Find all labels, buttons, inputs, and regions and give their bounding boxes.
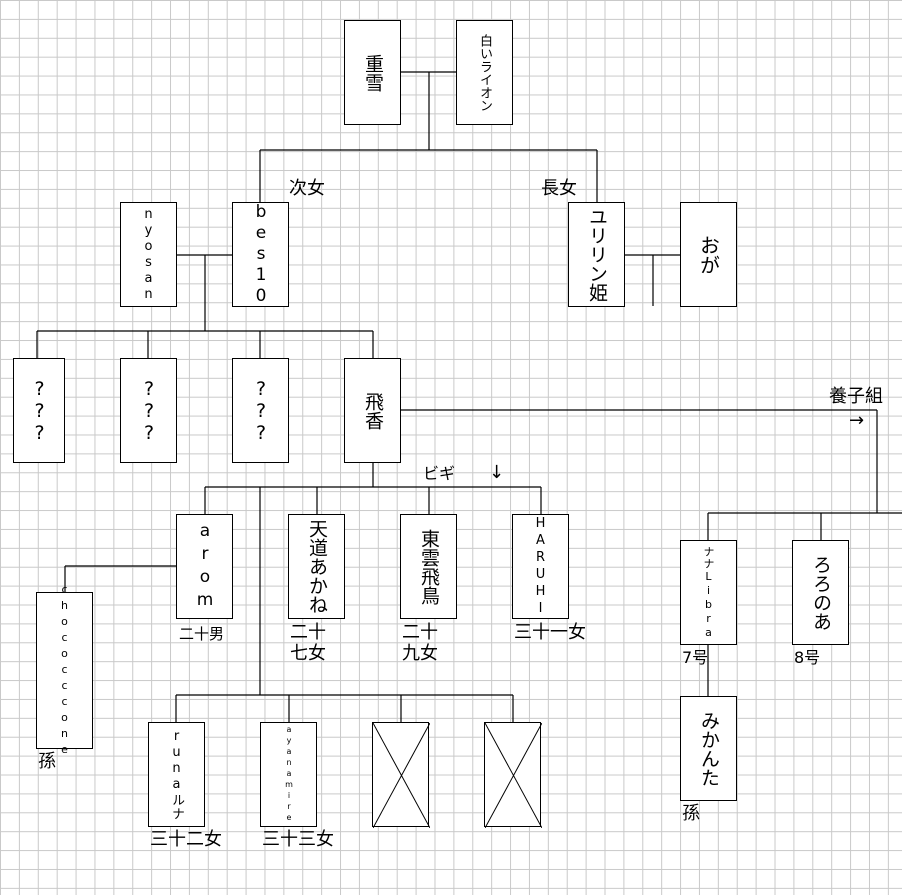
member-box-roronoa: ろろのあ bbox=[792, 540, 849, 645]
member-box-asuka-shinonome: 東雲飛鳥 bbox=[400, 514, 457, 619]
label-chojo: 長女 bbox=[541, 178, 577, 199]
member-box-bes10: bes10 bbox=[232, 202, 289, 307]
member-box-asuka: 飛香 bbox=[344, 358, 401, 463]
member-box-ayana: ayanamire bbox=[260, 722, 317, 827]
member-box-choco: chococccone bbox=[36, 583, 93, 759]
member-name: HARUHI bbox=[533, 515, 548, 618]
member-box-unknown-3: ??? bbox=[232, 358, 289, 463]
rank-roronoa: 8号 bbox=[794, 648, 821, 667]
member-name: chococccone bbox=[58, 582, 71, 759]
member-name: arom bbox=[195, 520, 215, 613]
member-name: ??? bbox=[138, 377, 160, 444]
member-name: ユリリン姫 bbox=[586, 207, 608, 302]
label-bigi: ビギ bbox=[423, 464, 456, 483]
member-name: runaルナ bbox=[169, 728, 184, 821]
member-name: ナナLibra bbox=[702, 545, 715, 640]
member-name: ろろのあ bbox=[810, 554, 832, 631]
member-box-haruhi: HARUHI bbox=[512, 514, 569, 619]
label-jijo: 次女 bbox=[289, 178, 325, 199]
member-name: ??? bbox=[28, 377, 51, 444]
rank-line: 二十 bbox=[402, 622, 438, 643]
member-box-unknown-1: ??? bbox=[13, 358, 65, 463]
member-box-akane: 天道あかね bbox=[288, 514, 345, 619]
label-yoshi-arrow: → bbox=[849, 410, 865, 431]
label-yoshi: 養子組 bbox=[829, 386, 883, 407]
member-box-runa: runaルナ bbox=[148, 722, 205, 827]
rank-akane: 二十 七女 bbox=[290, 624, 326, 663]
member-name: 天道あかね bbox=[306, 519, 328, 614]
rank-haruhi: 三十一女 bbox=[514, 622, 586, 643]
member-box-mikanta: みかんた bbox=[680, 696, 737, 801]
member-box-unknown-2: ??? bbox=[120, 358, 177, 463]
member-box-nana: ナナLibra bbox=[680, 540, 737, 645]
member-name: ayanamire bbox=[284, 725, 294, 824]
rank-line: 九女 bbox=[402, 643, 438, 664]
rank-arom: 二十男 bbox=[179, 625, 225, 643]
member-name: 東雲飛鳥 bbox=[418, 528, 440, 605]
member-box-nyosan: nyosan bbox=[120, 202, 177, 307]
member-name: bes10 bbox=[251, 202, 271, 307]
cross-mark-icon bbox=[373, 723, 430, 828]
member-name: nyosan bbox=[141, 206, 156, 303]
member-name: ??? bbox=[250, 377, 272, 444]
empty-slot-box-1 bbox=[372, 722, 430, 828]
cross-mark-icon bbox=[485, 723, 542, 828]
rank-asuka-shinonome: 二十 九女 bbox=[402, 624, 438, 663]
member-box-shiroi-lion: 白いライオン bbox=[456, 20, 513, 125]
member-box-oga: おが bbox=[680, 202, 737, 307]
rank-line: 七女 bbox=[290, 643, 326, 664]
rank-mikanta: 孫 bbox=[682, 803, 700, 824]
member-name: おが bbox=[696, 234, 721, 275]
rank-runa: 三十二女 bbox=[150, 829, 222, 850]
member-name: 重雪 bbox=[362, 53, 384, 92]
empty-slot-box-2 bbox=[484, 722, 542, 828]
rank-ayana: 三十三女 bbox=[262, 829, 334, 850]
member-name: 白いライオン bbox=[477, 33, 492, 112]
rank-line: 二十 bbox=[290, 622, 326, 643]
member-box-yuririn: ユリリン姫 bbox=[568, 202, 625, 307]
rank-choco: 孫 bbox=[38, 751, 56, 772]
label-bigi-arrow: ↓ bbox=[489, 462, 505, 483]
member-box-arom: arom bbox=[176, 514, 233, 619]
member-name: みかんた bbox=[698, 710, 720, 787]
member-name: 飛香 bbox=[362, 391, 384, 430]
member-box-shigeyuki: 重雪 bbox=[344, 20, 401, 125]
rank-nana: 7号 bbox=[682, 648, 709, 667]
